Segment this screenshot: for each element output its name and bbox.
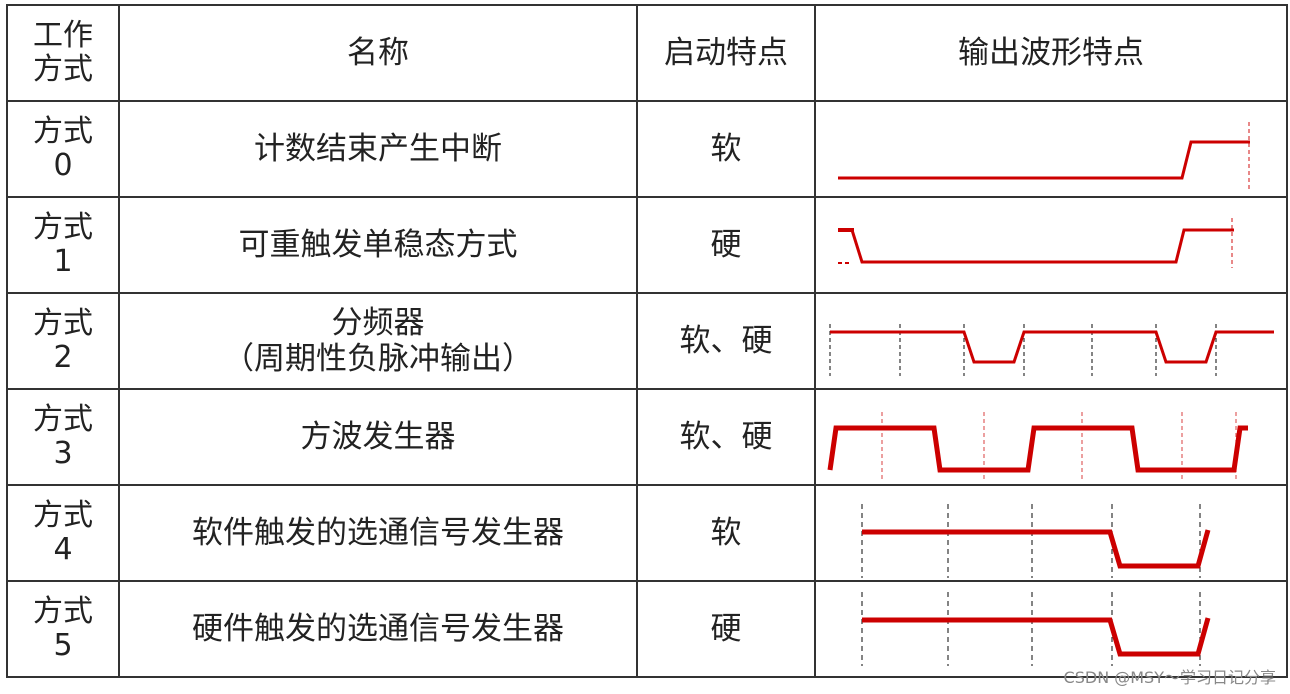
- name-line1: 分频器: [331, 305, 425, 341]
- header-start: 启动特点: [636, 4, 816, 102]
- mode-cell: 方式 1: [6, 196, 120, 294]
- name-cell: 计数结束产生中断: [118, 100, 638, 198]
- table-row: 方式 0 计数结束产生中断 软: [6, 100, 1288, 198]
- waveform-mode0: [838, 122, 1250, 190]
- mode-label: 方式: [33, 498, 93, 533]
- start-cell: 软、硬: [636, 292, 816, 390]
- start-cell: 硬: [636, 580, 816, 678]
- watermark: CSDN @MSY～学习日记分享: [1063, 668, 1276, 687]
- waveform-mode4: [861, 504, 1211, 578]
- mode-number: 2: [53, 340, 73, 375]
- mode-cell: 方式 0: [6, 100, 120, 198]
- waveform-cell: [814, 100, 1288, 198]
- name-cell: 可重触发单稳态方式: [118, 196, 638, 294]
- waveform-mode2: [829, 324, 1274, 376]
- waveform-cell: [814, 484, 1288, 582]
- mode-cell: 方式 2: [6, 292, 120, 390]
- table-row: 方式 2 分频器 （周期性负脉冲输出） 软、硬: [6, 292, 1288, 390]
- start-cell: 软、硬: [636, 388, 816, 486]
- waveform-cell: [814, 196, 1288, 294]
- mode-label: 方式: [33, 306, 93, 341]
- table-row: 方式 4 软件触发的选通信号发生器 软: [6, 484, 1288, 582]
- mode-number: 4: [53, 532, 73, 567]
- start-cell: 硬: [636, 196, 816, 294]
- header-mode: 工作 方式: [6, 4, 120, 102]
- mode-label: 方式: [33, 114, 93, 149]
- header-mode-line2: 方式: [33, 52, 93, 87]
- mode-number: 5: [53, 628, 73, 663]
- waveform-mode5: [861, 592, 1211, 666]
- start-cell: 软: [636, 484, 816, 582]
- mode-number: 0: [53, 148, 73, 183]
- header-wave: 输出波形特点: [814, 4, 1288, 102]
- table-row: 方式 3 方波发生器 软、硬: [6, 388, 1288, 486]
- start-cell: 软: [636, 100, 816, 198]
- name-cell: 分频器 （周期性负脉冲输出）: [118, 292, 638, 390]
- mode-table: 工作 方式 名称 启动特点 输出波形特点 方式 0 计数结束产生中断 软 方式 …: [6, 4, 1288, 678]
- waveform-cell: [814, 388, 1288, 486]
- mode-label: 方式: [33, 594, 93, 629]
- table-row: 方式 5 硬件触发的选通信号发生器 硬: [6, 580, 1288, 678]
- header-mode-line1: 工作: [33, 18, 93, 53]
- table-row: 方式 1 可重触发单稳态方式 硬: [6, 196, 1288, 294]
- mode-number: 3: [53, 436, 73, 471]
- mode-label: 方式: [33, 402, 93, 437]
- waveform-mode3: [827, 412, 1248, 480]
- mode-cell: 方式 5: [6, 580, 120, 678]
- header-name: 名称: [118, 4, 638, 102]
- waveform-mode1: [838, 218, 1234, 268]
- name-line2: （周期性负脉冲输出）: [223, 341, 533, 377]
- name-cell: 方波发生器: [118, 388, 638, 486]
- mode-label: 方式: [33, 210, 93, 245]
- mode-cell: 方式 3: [6, 388, 120, 486]
- header-row: 工作 方式 名称 启动特点 输出波形特点: [6, 4, 1288, 102]
- waveform-cell: [814, 292, 1288, 390]
- name-cell: 硬件触发的选通信号发生器: [118, 580, 638, 678]
- waveform-cell: [814, 580, 1288, 678]
- mode-number: 1: [53, 244, 73, 279]
- mode-cell: 方式 4: [6, 484, 120, 582]
- name-cell: 软件触发的选通信号发生器: [118, 484, 638, 582]
